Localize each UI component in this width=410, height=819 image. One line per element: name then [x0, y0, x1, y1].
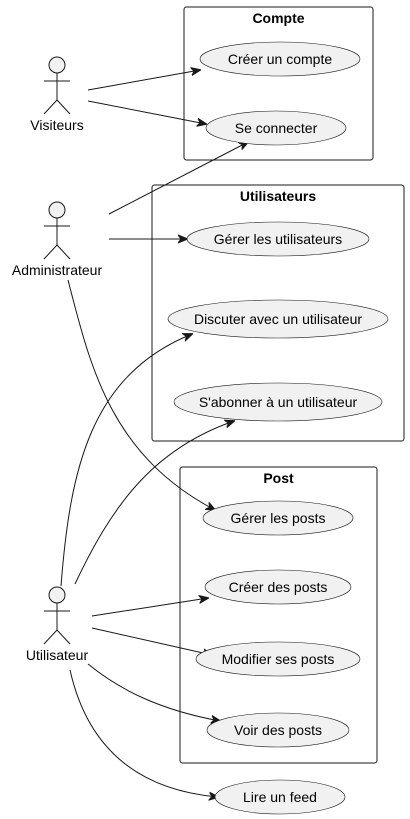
- edge-visiteurs-se-connecter: [87, 100, 206, 124]
- usecase-lire-feed-label: Lire un feed: [243, 789, 317, 805]
- stick-figure-icon: [43, 56, 71, 115]
- edge-administrateur-se-connecter: [108, 142, 248, 215]
- edge-utilisateur-abonner: [74, 421, 234, 585]
- usecase-voir-posts: Voir des posts: [206, 712, 350, 748]
- actor-administrateur: Administrateur: [12, 201, 103, 278]
- relations: [60, 70, 248, 797]
- edge-visiteurs-creer-compte: [87, 70, 200, 91]
- usecase-creer-posts-label: Créer des posts: [229, 579, 328, 595]
- usecase-modifier-posts: Modifier ses posts: [195, 641, 361, 677]
- package-post: Post: [179, 466, 378, 764]
- edge-utilisateur-lire-feed: [69, 669, 218, 797]
- usecase-gerer-utilisateurs-label: Gérer les utilisateurs: [214, 231, 342, 247]
- usecase-se-connecter-label: Se connecter: [235, 120, 318, 136]
- edge-utilisateur-modifier-posts: [91, 627, 212, 655]
- usecase-lire-feed: Lire un feed: [214, 779, 346, 815]
- actor-utilisateur: Utilisateur: [26, 586, 89, 663]
- edge-utilisateur-creer-posts: [91, 598, 208, 617]
- package-utilisateurs-title: Utilisateurs: [240, 188, 316, 204]
- package-compte-title: Compte: [252, 10, 304, 26]
- actor-visiteurs: Visiteurs: [30, 56, 84, 133]
- package-post-title: Post: [263, 470, 294, 486]
- usecase-voir-posts-label: Voir des posts: [234, 722, 322, 738]
- edge-administrateur-gerer-posts: [67, 279, 215, 510]
- stick-figure-icon: [43, 586, 71, 645]
- stick-figure-icon: [43, 201, 71, 260]
- usecase-abonner-label: S'abonner à un utilisateur: [199, 394, 358, 410]
- usecase-gerer-utilisateurs: Gérer les utilisateurs: [186, 221, 370, 257]
- actor-visiteurs-label: Visiteurs: [30, 117, 83, 133]
- edge-utilisateur-discuter: [60, 334, 192, 587]
- usecase-modifier-posts-label: Modifier ses posts: [222, 651, 335, 667]
- usecase-gerer-posts: Gérer les posts: [202, 500, 354, 536]
- usecase-gerer-posts-label: Gérer les posts: [231, 510, 326, 526]
- edge-utilisateur-voir-posts: [87, 663, 220, 721]
- usecase-creer-compte: Créer un compte: [199, 41, 361, 77]
- usecase-creer-compte-label: Créer un compte: [228, 51, 332, 67]
- usecase-creer-posts: Créer des posts: [204, 569, 352, 605]
- actor-administrateur-label: Administrateur: [12, 262, 103, 278]
- actor-utilisateur-label: Utilisateur: [26, 647, 89, 663]
- usecase-discuter-label: Discuter avec un utilisateur: [194, 311, 362, 327]
- usecase-discuter: Discuter avec un utilisateur: [167, 299, 389, 339]
- usecase-abonner: S'abonner à un utilisateur: [173, 382, 383, 422]
- usecase-se-connecter: Se connecter: [205, 110, 347, 146]
